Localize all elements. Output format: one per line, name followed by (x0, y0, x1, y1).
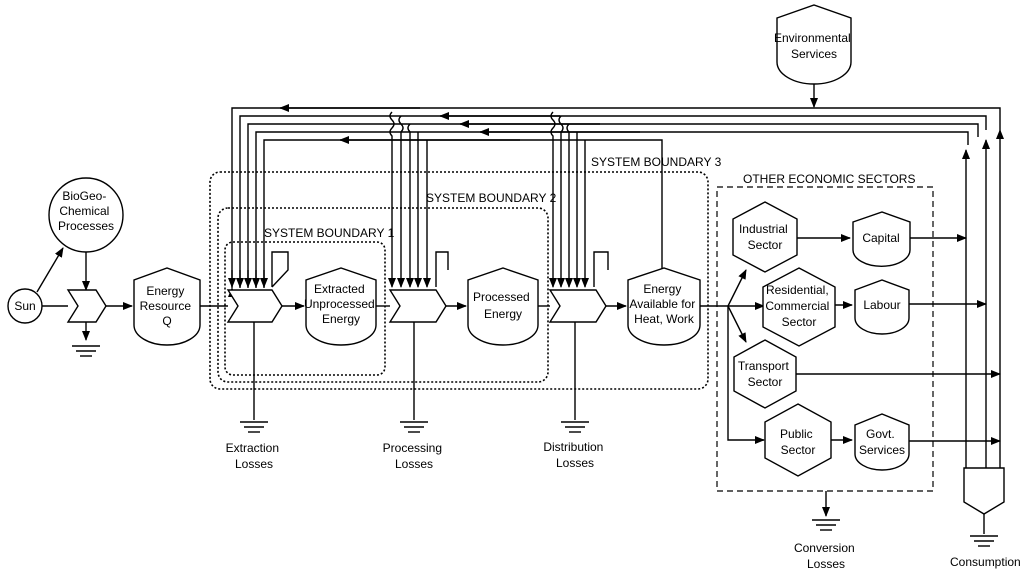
transport-sector-label: Transport Sector (738, 359, 792, 389)
energy-resource-q-label: Energy Resource Q (140, 284, 195, 328)
ground-icon-0 (72, 345, 100, 357)
energy-available-label: Energy Available for Heat, Work (629, 282, 698, 326)
extraction-gate (226, 289, 283, 323)
consumption-label: Consumption (950, 555, 1021, 569)
industrial-sector-node (732, 201, 798, 273)
labour-node (854, 279, 910, 335)
residential-sector-label: Residential, Commercial Sector (765, 283, 832, 329)
extraction-losses-label: Extraction Losses (226, 441, 283, 471)
environmental-services-label: Environmental Services (774, 31, 854, 61)
ground-icon-consumption (970, 535, 998, 547)
interaction-gate-0 (66, 289, 107, 323)
industrial-sector-label: Industrial Sector (739, 222, 791, 252)
govt-services-label: Govt. Services (859, 427, 905, 457)
energy-available-node (627, 267, 701, 346)
labour-label: Labour (863, 298, 900, 312)
extracted-unprocessed-energy-node (305, 267, 377, 346)
consumption-node (963, 467, 1005, 515)
capital-label: Capital (862, 231, 899, 245)
biogeochemical-label: BioGeo- Chemical Processes (58, 189, 114, 233)
ground-icon-processing (400, 421, 428, 433)
processing-gate (388, 289, 447, 323)
consumption-lines (962, 129, 1004, 468)
sector-distribution-lines (700, 269, 765, 444)
system-boundary-1-box (224, 241, 386, 376)
public-sector-node (764, 403, 832, 477)
system-boundary-3-box (209, 171, 709, 390)
extracted-unprocessed-energy-label: Extracted Unprocessed Energy (304, 282, 378, 326)
conversion-losses-label: Conversion Losses (794, 541, 858, 571)
ground-icon-distribution (561, 421, 589, 433)
sun-label: Sun (14, 299, 35, 313)
other-economic-sectors-label: OTHER ECONOMIC SECTORS (743, 172, 915, 186)
system-boundary-3-label: SYSTEM BOUNDARY 3 (591, 155, 722, 169)
transport-sector-node (733, 339, 797, 409)
distribution-losses-label: Distribution Losses (543, 440, 606, 470)
capital-node (852, 211, 911, 267)
residential-sector-node (762, 267, 836, 347)
energy-resource-q-node (133, 267, 201, 346)
processed-energy-node (467, 267, 539, 346)
environmental-services-node (776, 4, 852, 85)
system-boundary-2-box (217, 207, 549, 383)
govt-services-node (854, 413, 910, 471)
ground-icon-conversion (812, 519, 840, 531)
processed-energy-label: Processed Energy (473, 290, 533, 321)
ground-icon-extraction (240, 421, 268, 433)
public-sector-label: Public Sector (780, 427, 816, 457)
processing-losses-label: Processing Losses (383, 441, 446, 471)
system-boundary-2-label: SYSTEM BOUNDARY 2 (426, 191, 557, 205)
feedback-lines (228, 104, 1001, 297)
distribution-gate (548, 289, 607, 323)
system-boundary-1-label: SYSTEM BOUNDARY 1 (264, 226, 395, 240)
